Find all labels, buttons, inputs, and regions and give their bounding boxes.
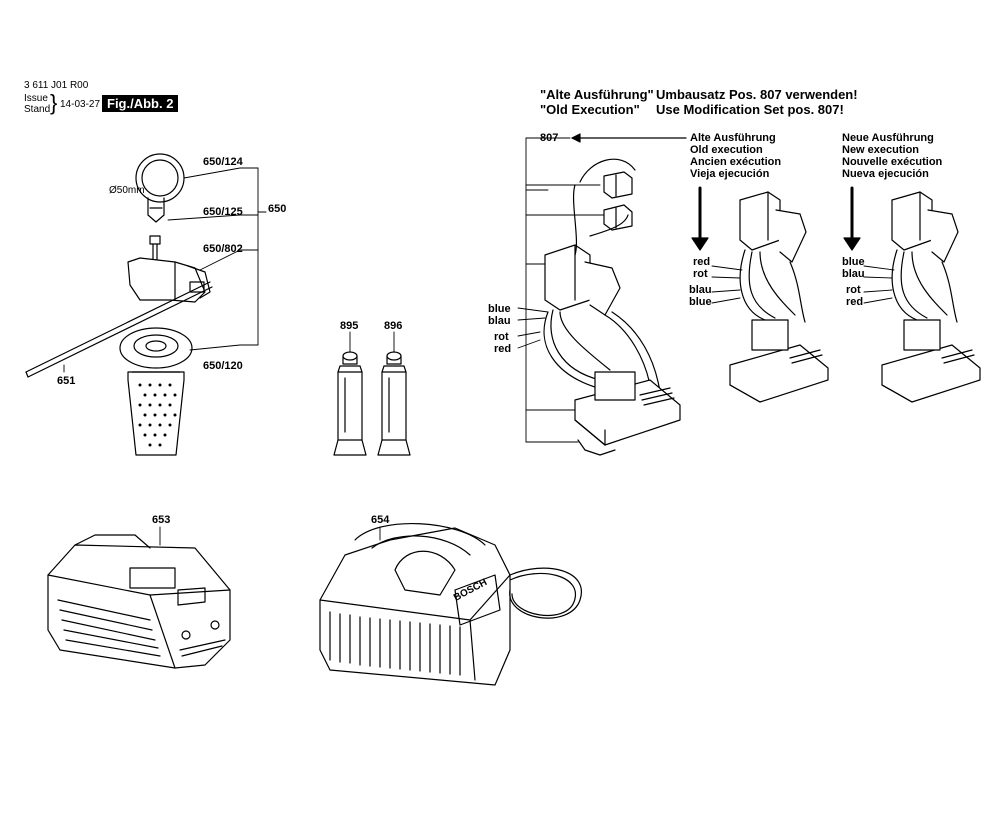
tube-leader-lines: [349, 331, 395, 353]
issue-label: Issue: [24, 93, 48, 104]
old-execution-es: Vieja ejecución: [690, 168, 770, 180]
new-execution-de: Neue Ausführung: [842, 132, 934, 144]
notice-line1-right: Umbausatz Pos. 807 verwenden!: [656, 87, 858, 102]
new-wire-label-4: red: [846, 296, 864, 308]
part-label-653: 653: [152, 514, 171, 526]
part-label-650-802: 650/802: [203, 243, 243, 255]
handle-leader-lines: [63, 167, 267, 373]
connector-plug-2-drawing: [603, 204, 633, 231]
grease-tube-896-drawing: [377, 351, 411, 456]
new-wire-label-2: blau: [842, 268, 865, 280]
disc-drawing: [119, 327, 193, 369]
handle-head-drawing: [127, 257, 211, 303]
modification-set-bracket: [525, 137, 607, 443]
module-wire-label-2: blau: [488, 315, 511, 327]
depth-rod-drawing: [25, 281, 213, 378]
part-label-650: 650: [268, 203, 287, 215]
part-label-654: 654: [371, 514, 390, 526]
figure-badge: Fig./Abb. 2: [102, 95, 179, 112]
old-execution-arrow: [691, 186, 709, 251]
diameter-label: Ø50mm: [109, 185, 145, 196]
new-execution-arrow: [843, 186, 861, 251]
part-label-895: 895: [340, 320, 359, 332]
part-label-807: 807: [540, 132, 559, 144]
module-wire-leader-lines: [517, 307, 549, 349]
stand-label: Stand: [24, 104, 51, 115]
old-wire-leader-lines: [711, 265, 743, 304]
grip-drawing: [127, 371, 185, 456]
notice-line2-right: Use Modification Set pos. 807!: [656, 102, 844, 117]
new-wire-label-1: blue: [842, 256, 865, 268]
new-wire-label-3: rot: [846, 284, 861, 296]
battery-pack-drawing: [47, 534, 231, 669]
old-wire-label-3: blau: [689, 284, 712, 296]
part-label-650-120: 650/120: [203, 360, 243, 372]
arrow-807: [571, 133, 687, 143]
charger-drawing: [319, 522, 583, 686]
old-wire-label-1: red: [693, 256, 711, 268]
doc-number: 3 611 J01 R00: [24, 80, 89, 91]
brace-icon: }: [50, 90, 58, 115]
issue-date: 14-03-27: [60, 99, 101, 110]
module-wire-label-4: red: [494, 343, 512, 355]
part-label-896: 896: [384, 320, 403, 332]
part-label-650-125: 650/125: [203, 206, 243, 218]
new-wire-leader-lines: [863, 265, 895, 304]
old-execution-fr: Ancien exécution: [690, 156, 782, 168]
notice-line1-left: "Alte Ausführung": [540, 87, 654, 102]
part-label-651: 651: [57, 375, 76, 387]
old-wire-label-4: blue: [689, 296, 712, 308]
old-wire-label-2: rot: [693, 268, 708, 280]
new-execution-fr: Nouvelle exécution: [842, 156, 943, 168]
new-execution-es: Nueva ejecución: [842, 168, 929, 180]
notice-line2-left: "Old Execution": [540, 102, 640, 117]
module-wire-label-3: rot: [494, 331, 509, 343]
grease-tube-895-drawing: [333, 351, 367, 456]
old-execution-en: Old execution: [690, 144, 763, 156]
connector-plug-1-drawing: [603, 171, 633, 199]
switch-block-drawing: [544, 244, 621, 316]
old-execution-de: Alte Ausführung: [690, 132, 776, 144]
new-execution-en: New execution: [842, 144, 920, 156]
part-label-650-124: 650/124: [203, 156, 243, 168]
old-execution-module-drawing: [729, 191, 829, 403]
module-wire-label-1: blue: [488, 303, 511, 315]
module-wires: [543, 158, 661, 393]
circuit-board-drawing: [574, 371, 681, 456]
new-execution-module-drawing: [881, 191, 981, 403]
